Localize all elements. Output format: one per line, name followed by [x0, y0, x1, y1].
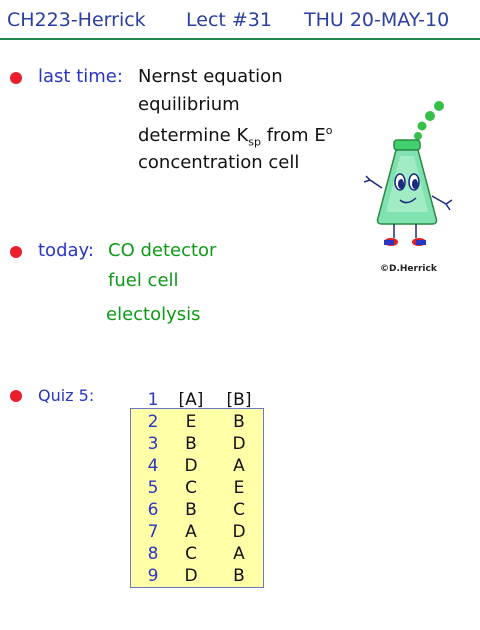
row-number: 2 — [147, 412, 159, 432]
today-item-2: fuel cell — [108, 270, 179, 291]
quiz-header-number: 1 — [147, 390, 159, 410]
answer-a: A — [185, 522, 197, 542]
row-number: 9 — [147, 566, 159, 586]
course-title: CH223-Herrick — [7, 9, 146, 31]
answer-a: B — [185, 500, 197, 520]
answer-b: D — [232, 522, 246, 542]
header-divider — [0, 38, 480, 40]
bullet-last-time — [10, 72, 22, 84]
answer-a: E — [185, 412, 197, 432]
answer-a: B — [185, 434, 197, 454]
last-time-item-3: determine Ksp from Eo — [138, 124, 332, 149]
today-item-1: CO detector — [108, 240, 217, 261]
bullet-today — [10, 246, 22, 258]
answer-b: D — [232, 434, 246, 454]
row-number: 3 — [147, 434, 159, 454]
last-time-item-1: Nernst equation — [138, 66, 283, 87]
answer-b: C — [233, 500, 245, 520]
today-item-3: electolysis — [106, 304, 201, 325]
quiz-answer-table: 2 E B 3 B D 4 D A 5 C E 6 B C 7 A D 8 C … — [130, 408, 264, 588]
ksp-subscript: sp — [248, 135, 261, 149]
lecture-number: Lect #31 — [186, 9, 272, 31]
answer-b: B — [233, 566, 245, 586]
bubble-icon — [417, 121, 427, 131]
bubble-icon — [434, 101, 444, 111]
row-number: 4 — [147, 456, 159, 476]
answer-a: C — [185, 478, 197, 498]
image-credit: ©D.Herrick — [380, 264, 437, 274]
lecture-date: THU 20-MAY-10 — [304, 9, 450, 31]
answer-b: B — [233, 412, 245, 432]
slide-header: CH223-Herrick Lect #31 THU 20-MAY-10 — [0, 0, 480, 40]
last-time-item-4: concentration cell — [138, 152, 300, 173]
e-superscript: o — [325, 124, 333, 137]
today-label: today: — [38, 240, 94, 261]
row-number: 5 — [147, 478, 159, 498]
quiz-label: Quiz 5: — [38, 386, 95, 405]
answer-a: C — [185, 544, 197, 564]
row-number: 7 — [147, 522, 159, 542]
row-number: 6 — [147, 500, 159, 520]
from-e-text: from E — [260, 125, 326, 146]
bubble-icon — [425, 111, 435, 121]
last-time-label: last time: — [38, 66, 123, 87]
answer-a: D — [184, 456, 198, 476]
answer-b: E — [233, 478, 245, 498]
ksp-k: determine K — [138, 125, 249, 146]
quiz-header-b: [B] — [226, 390, 252, 410]
answer-b: A — [233, 456, 245, 476]
answer-a: D — [184, 566, 198, 586]
bullet-quiz — [10, 390, 22, 402]
last-time-item-2: equilibrium — [138, 94, 240, 115]
flask-mascot-image — [364, 101, 453, 246]
bubble-icon — [414, 132, 422, 140]
quiz-header-a: [A] — [178, 390, 204, 410]
row-number: 8 — [147, 544, 159, 564]
answer-b: A — [233, 544, 245, 564]
